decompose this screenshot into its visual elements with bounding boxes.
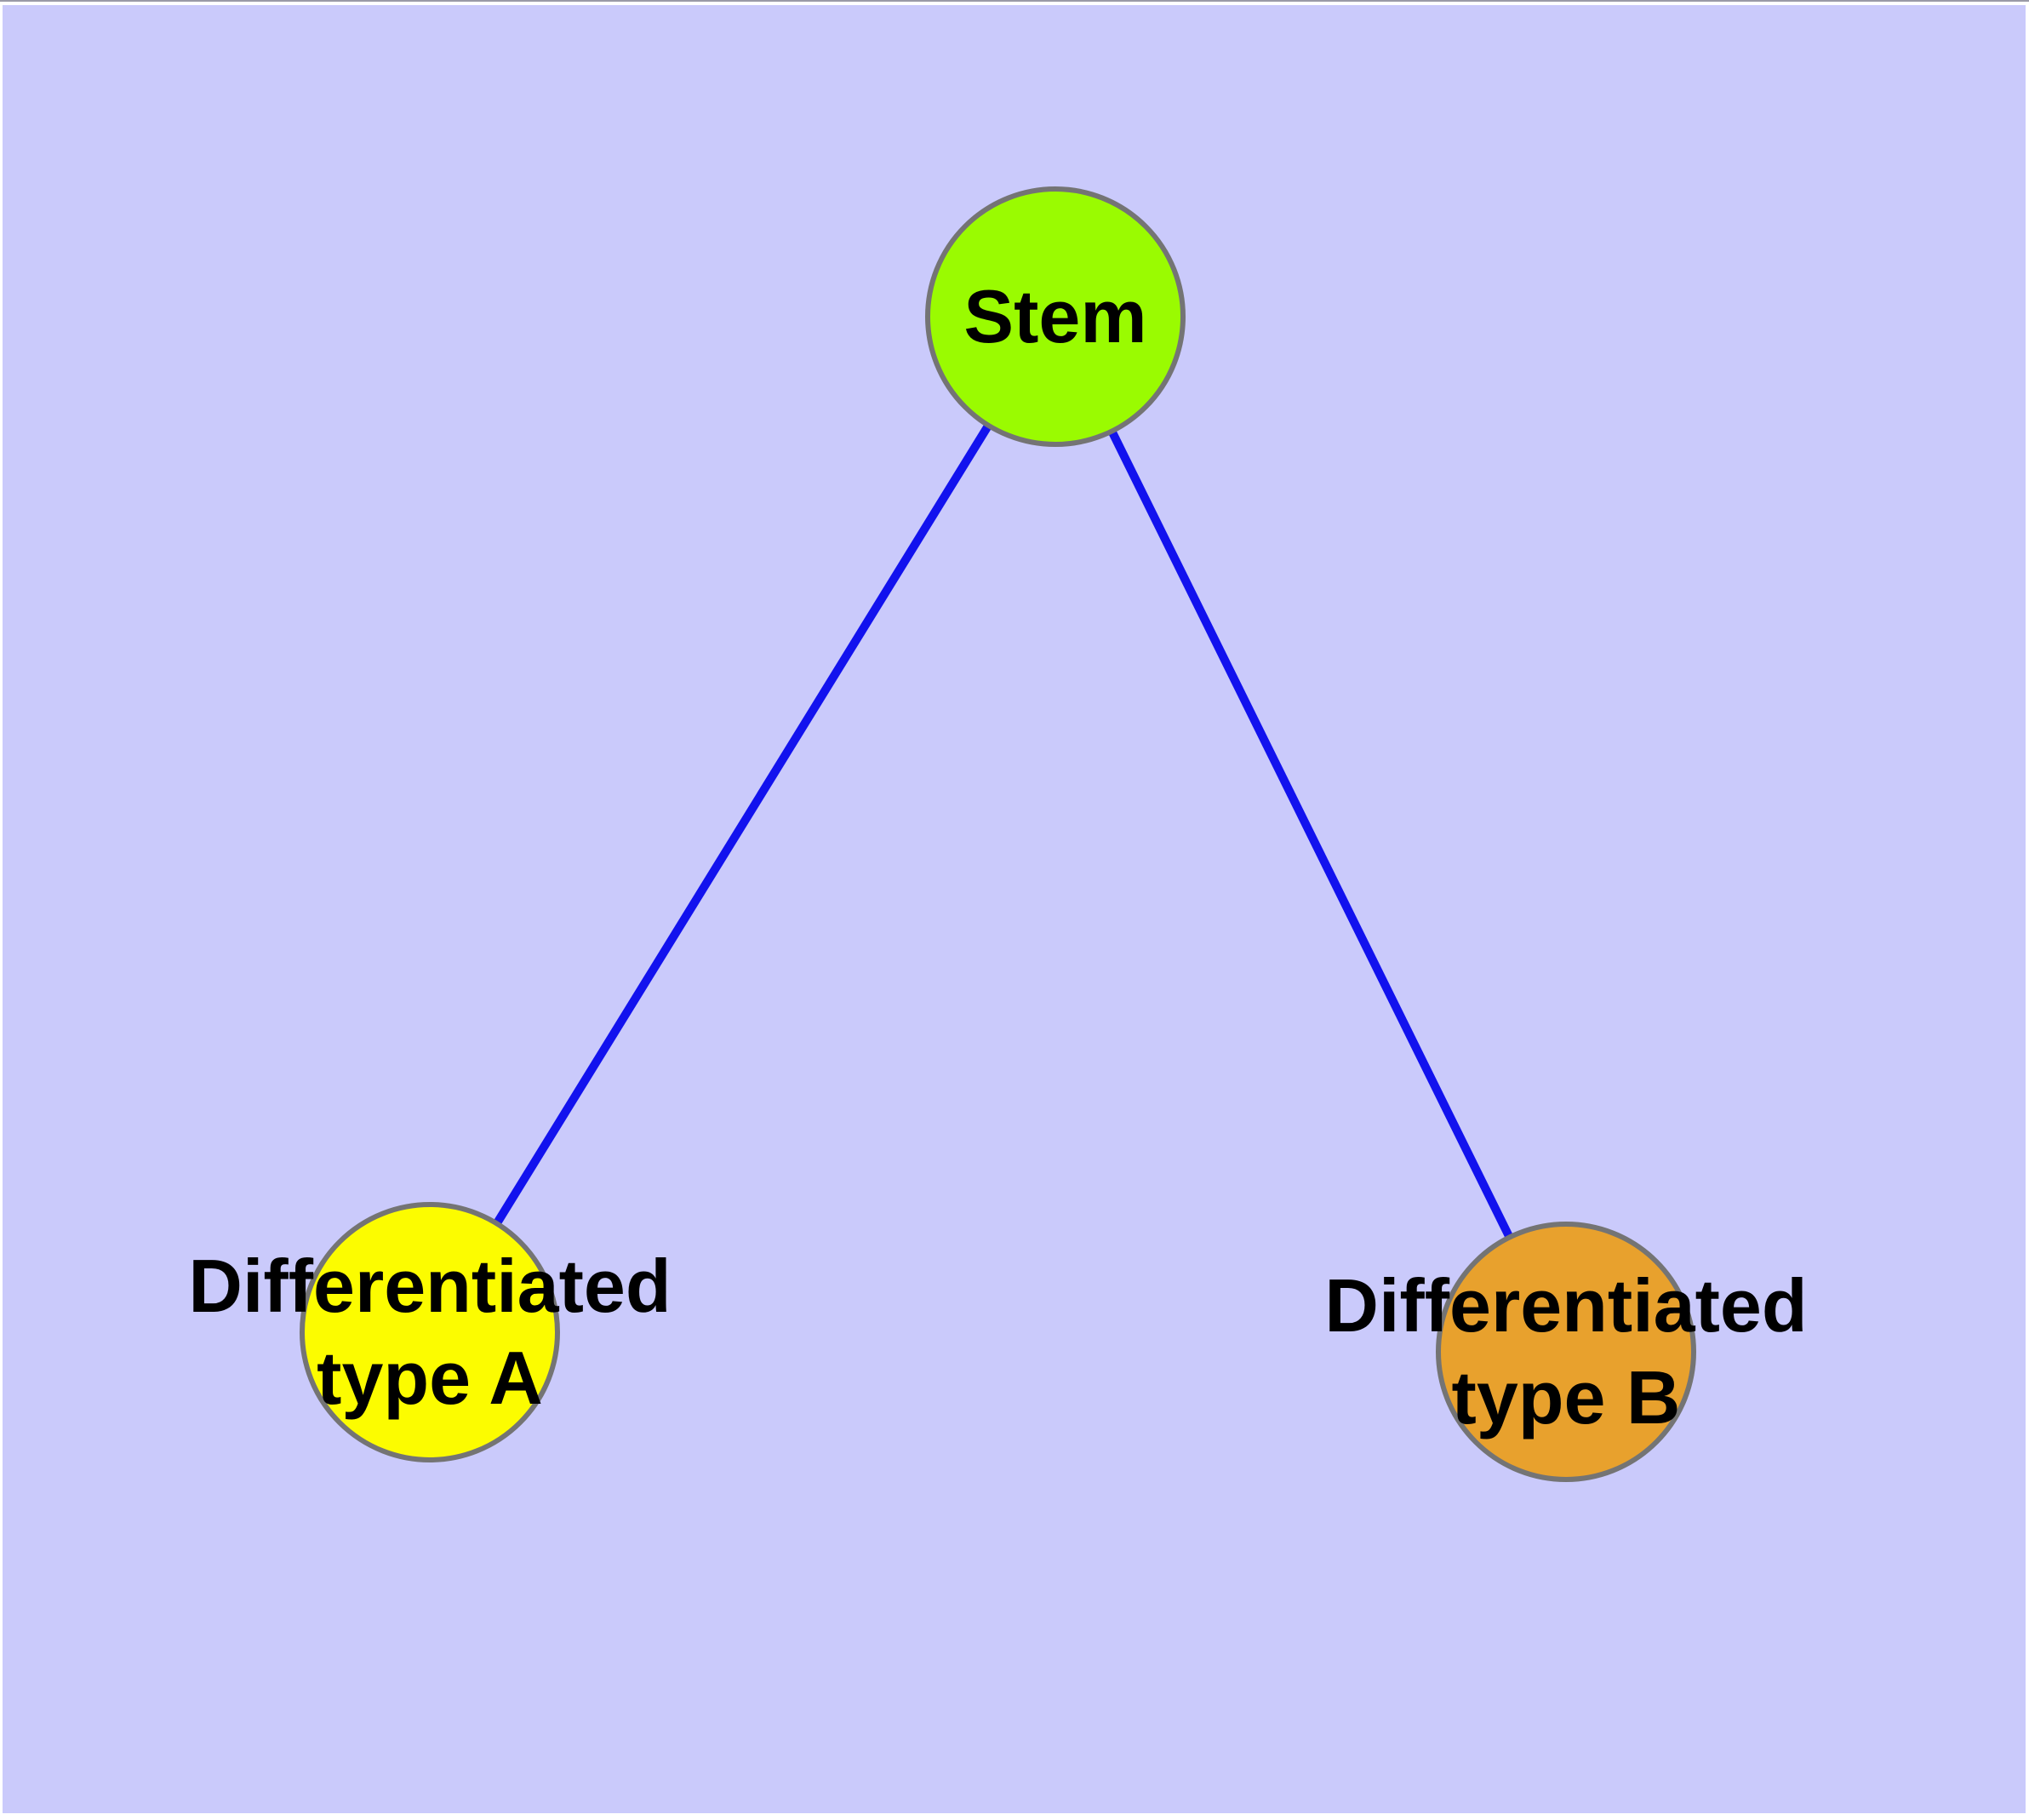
type-a-label-line-1: Differentiated: [188, 1244, 672, 1328]
type-b-label-line-2: type B: [1451, 1355, 1681, 1439]
stem-node-label: Stem: [963, 274, 1147, 358]
edge-stem-to-type-b: [1051, 314, 1570, 1354]
differentiated-type-a-node-label: Differentiated type A: [188, 1240, 671, 1424]
top-frame-hairline: [0, 0, 2029, 2]
differentiated-type-b-node-label: Differentiated type B: [1324, 1260, 1807, 1444]
type-b-label-line-1: Differentiated: [1324, 1263, 1808, 1348]
edge-stem-to-type-a: [426, 314, 1060, 1335]
stem-node: [925, 186, 1186, 447]
type-a-label-line-2: type A: [317, 1336, 543, 1420]
differentiated-type-b-node: [1436, 1222, 1696, 1482]
differentiated-type-a-node: [300, 1202, 560, 1462]
